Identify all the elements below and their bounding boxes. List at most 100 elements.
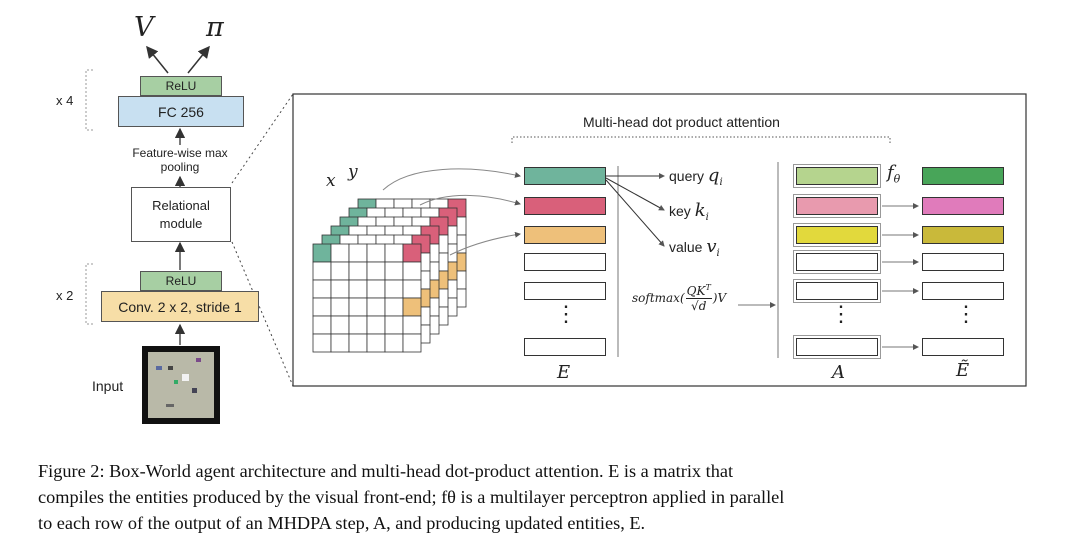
e-row [524, 226, 606, 244]
a-row-frame [793, 335, 881, 359]
caption-line-2: compiles the entities produced by the vi… [38, 487, 785, 507]
tensor-cell [348, 297, 368, 317]
tensor-cell [384, 333, 404, 353]
etilde-row [922, 197, 1004, 215]
label-e: E [557, 362, 571, 383]
f-theta-label: fθ [887, 162, 901, 186]
etilde-dots: ⋮ [955, 301, 977, 326]
label-a: A [832, 362, 845, 383]
e-row [524, 282, 606, 300]
pooling-label: Feature-wise max pooling [132, 146, 228, 174]
a-dots: ⋮ [830, 301, 852, 326]
tensor-cell [402, 279, 422, 299]
arrow-key [605, 177, 665, 211]
etilde-row [922, 282, 1004, 300]
attention-frame [292, 93, 1027, 387]
tensor-cell [402, 315, 422, 335]
tensor-cell [330, 333, 350, 353]
input-image [142, 346, 220, 424]
relu-top: ReLU [140, 76, 222, 96]
curve-arrow-2 [419, 194, 521, 206]
arrow-value [605, 179, 665, 247]
bracket-top [85, 69, 93, 131]
tensor-cell [402, 243, 422, 263]
relational-module: Relational module [131, 187, 231, 242]
tensor-cell [330, 261, 350, 281]
e-row [524, 167, 606, 185]
tensor-cell [402, 297, 422, 317]
entity-tensor [312, 198, 467, 353]
tensor-cell [366, 243, 386, 263]
tensor-cell [384, 279, 404, 299]
e-dots: ⋮ [555, 301, 577, 326]
a-row-frame [793, 164, 881, 188]
a-row [796, 338, 878, 356]
tensor-cell [330, 315, 350, 335]
output-pi: π [206, 12, 224, 43]
curve-arrow-3 [449, 231, 521, 256]
tensor-cell [348, 333, 368, 353]
tensor-cell [312, 333, 332, 353]
arrow-to-pi [187, 45, 210, 74]
tensor-cell [366, 279, 386, 299]
tensor-cell [312, 279, 332, 299]
a-row [796, 226, 878, 244]
a-row [796, 253, 878, 271]
tensor-cell [384, 243, 404, 263]
tensor-cell [384, 261, 404, 281]
tensor-cell [366, 333, 386, 353]
relu-bottom: ReLU [140, 271, 222, 291]
a-row-frame [793, 194, 881, 218]
softmax-formula: softmax( QKT √d )V [632, 283, 727, 313]
tensor-cell [348, 261, 368, 281]
caption-line-1: Figure 2: Box-World agent architecture a… [38, 461, 734, 481]
etilde-row [922, 226, 1004, 244]
etilde-row [922, 338, 1004, 356]
tensor-cell [312, 315, 332, 335]
tensor-cell [366, 315, 386, 335]
etilde-row [922, 253, 1004, 271]
multiplier-bottom: x 2 [56, 288, 74, 303]
a-row [796, 282, 878, 300]
tensor-cell [348, 279, 368, 299]
a-row-frame [793, 250, 881, 274]
arrow-to-v [146, 45, 169, 74]
mhdpa-bracket [511, 136, 891, 143]
tensor-cell [366, 261, 386, 281]
row-arrows [882, 203, 919, 350]
fc-256: FC 256 [118, 96, 244, 127]
zoom-line-bottom [231, 241, 294, 387]
a-row [796, 167, 878, 185]
e-row [524, 197, 606, 215]
input-label: Input [92, 378, 124, 394]
tensor-cell [402, 261, 422, 281]
tensor-cell [402, 333, 422, 353]
conv-layer: Conv. 2 x 2, stride 1 [101, 291, 259, 322]
output-v: V [134, 12, 154, 43]
curve-arrow-1 [382, 168, 521, 191]
value-label: value vi [669, 236, 720, 259]
tensor-cell [330, 279, 350, 299]
tensor-cell [384, 315, 404, 335]
a-row-frame [793, 223, 881, 247]
tensor-cell [312, 261, 332, 281]
tensor-cell [312, 243, 332, 263]
mhdpa-title: Multi-head dot product attention [583, 114, 780, 130]
tensor-cell [330, 243, 350, 263]
tensor-cell [366, 297, 386, 317]
axis-x-label: x [326, 171, 336, 191]
e-row [524, 253, 606, 271]
multiplier-top: x 4 [56, 93, 74, 108]
query-label: query qi [669, 165, 723, 188]
label-e-tilde: Ẽ [956, 360, 970, 381]
tensor-cell [312, 297, 332, 317]
tensor-cell [330, 297, 350, 317]
axis-y-label: y [348, 162, 358, 182]
tensor-cell [384, 297, 404, 317]
figure-caption: Figure 2: Box-World agent architecture a… [38, 458, 1048, 536]
tensor-cell [348, 243, 368, 263]
bracket-bottom [85, 263, 93, 325]
caption-line-3: to each row of the output of an MHDPA st… [38, 513, 646, 533]
etilde-row [922, 167, 1004, 185]
